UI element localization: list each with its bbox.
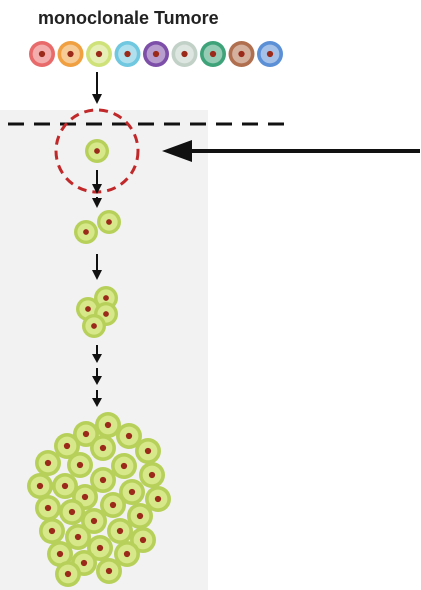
tumor-cell-7 xyxy=(200,41,226,67)
tumor-mass-cell-30 xyxy=(96,558,122,584)
down-arrowhead-2-icon xyxy=(92,184,102,194)
tumor-mass-cell-7 xyxy=(35,450,61,476)
diagram-title: monoclonale Tumore xyxy=(38,8,219,28)
tumor-mass-cell-21 xyxy=(81,508,107,534)
down-arrowhead-3-icon xyxy=(92,198,102,208)
down-arrowhead-4-icon xyxy=(92,270,102,280)
selected-cell xyxy=(85,139,109,163)
tumor-cell-5 xyxy=(143,41,169,67)
long-pointer-arrowhead-icon xyxy=(162,140,192,162)
tumor-mass-cell-23 xyxy=(107,518,133,544)
tumor-mass-cell-4 xyxy=(54,433,80,459)
tumor-cell-6 xyxy=(171,41,198,67)
tumor-cell-2 xyxy=(57,41,84,67)
tumor-mass-cell-19 xyxy=(59,499,85,525)
tumor-mass-cell-11 xyxy=(90,467,116,493)
two-cell-stage-cell-1 xyxy=(74,220,98,244)
tumor-mass-cell-6 xyxy=(135,438,161,464)
tumor-mass-cell-28 xyxy=(114,541,140,567)
tumor-mass-cell-10 xyxy=(139,462,165,488)
tumor-cell-3 xyxy=(86,41,112,67)
down-arrowhead-7-icon xyxy=(92,398,102,407)
tumor-mass-cell-14 xyxy=(119,479,145,505)
tumor-mass-cell-12 xyxy=(27,473,53,499)
tumor-mass-cell-9 xyxy=(111,453,137,479)
tumor-mass-cell-18 xyxy=(35,495,61,521)
tumor-cell-1 xyxy=(29,41,55,67)
down-arrowhead-1-icon xyxy=(92,94,102,104)
tumor-mass-cell-13 xyxy=(52,473,78,499)
tumor-mass-cell-3 xyxy=(116,423,142,449)
clonal-growth-stages xyxy=(27,139,171,587)
down-arrowhead-5-icon xyxy=(92,354,102,363)
tumor-cell-9 xyxy=(257,41,283,67)
growth-arrows xyxy=(92,72,102,407)
two-cell-stage-cell-2 xyxy=(97,210,121,234)
tumor-mass-cell-16 xyxy=(145,486,171,512)
tumor-mass-cell-17 xyxy=(100,492,126,518)
tumor-mass-cell-24 xyxy=(65,524,91,550)
tumor-mass-cell-20 xyxy=(127,503,153,529)
tumor-mass-cell-8 xyxy=(67,452,93,478)
tumor-mass-cell-5 xyxy=(90,435,116,461)
tumor-mass-cell-1 xyxy=(95,412,121,438)
tumor-mass-cell-27 xyxy=(47,541,73,567)
down-arrowhead-6-icon xyxy=(92,376,102,385)
heterogeneous-tumor-cell-row xyxy=(29,41,283,67)
tumor-cell-4 xyxy=(114,41,141,67)
tumor-mass-cell-31 xyxy=(55,561,81,587)
tumor-mass-cell-22 xyxy=(39,518,65,544)
tumor-cell-8 xyxy=(228,41,255,67)
four-cell-stage-cell-4 xyxy=(82,314,106,338)
